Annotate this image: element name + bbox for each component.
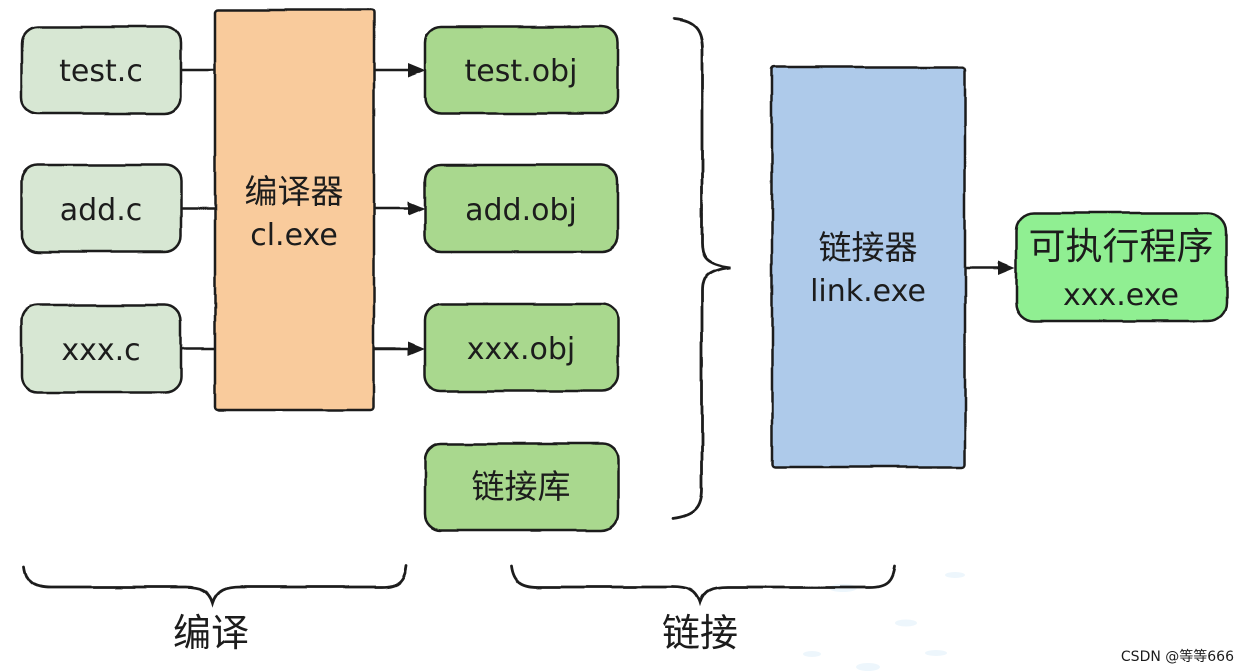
watermark-smudges	[803, 572, 965, 671]
csdn-watermark: CSDN @等等666	[1121, 648, 1234, 665]
smudge-shape	[856, 663, 880, 671]
linker-label-line1: 链接器	[819, 228, 918, 267]
link-stage-label: 链接	[662, 611, 738, 655]
arrowhead-xxx-obj	[408, 342, 425, 356]
source-file-label: add.c	[60, 193, 143, 228]
compiler-label-line2: cl.exe	[250, 218, 338, 253]
object-file-box-xxx-obj	[423, 302, 620, 393]
library-label: 链接库	[472, 467, 571, 506]
source-file-box-test-c	[20, 25, 183, 115]
source-file-label: test.c	[59, 54, 143, 89]
arrowhead-add-obj	[408, 202, 425, 216]
source-file-label: xxx.c	[61, 333, 140, 368]
object-file-label: test.obj	[465, 54, 578, 89]
compile-stage-brace	[22, 564, 409, 608]
arrowhead-output	[998, 261, 1015, 275]
gather-brace	[671, 17, 732, 520]
smudge-shape	[925, 650, 947, 656]
smudge-shape	[895, 619, 917, 627]
link-stage-brace	[510, 564, 896, 608]
object-file-box-add-obj	[423, 163, 620, 254]
output-label-line2: xxx.exe	[1063, 278, 1179, 313]
source-file-box-xxx-c	[20, 303, 183, 394]
arrowhead-test-obj	[408, 63, 425, 77]
object-file-label: xxx.obj	[467, 332, 576, 367]
compile-stage-label: 编译	[173, 611, 249, 655]
linker-box	[770, 65, 967, 469]
output-label-line1: 可执行程序	[1029, 225, 1214, 268]
smudge-shape	[803, 651, 821, 657]
library-box	[423, 442, 620, 532]
compiler-box	[213, 8, 376, 412]
linker-label-line2: link.exe	[810, 274, 926, 309]
diagram-labels: test.c add.c xxx.c 编译器 cl.exe test.obj a…	[59, 54, 1213, 655]
output-box	[1014, 211, 1228, 323]
diagram-shapes	[20, 8, 1228, 608]
smudge-shape	[945, 572, 965, 578]
source-file-box-add-c	[20, 163, 183, 254]
object-file-label: add.obj	[465, 193, 577, 228]
compiler-label-line1: 编译器	[245, 172, 344, 211]
